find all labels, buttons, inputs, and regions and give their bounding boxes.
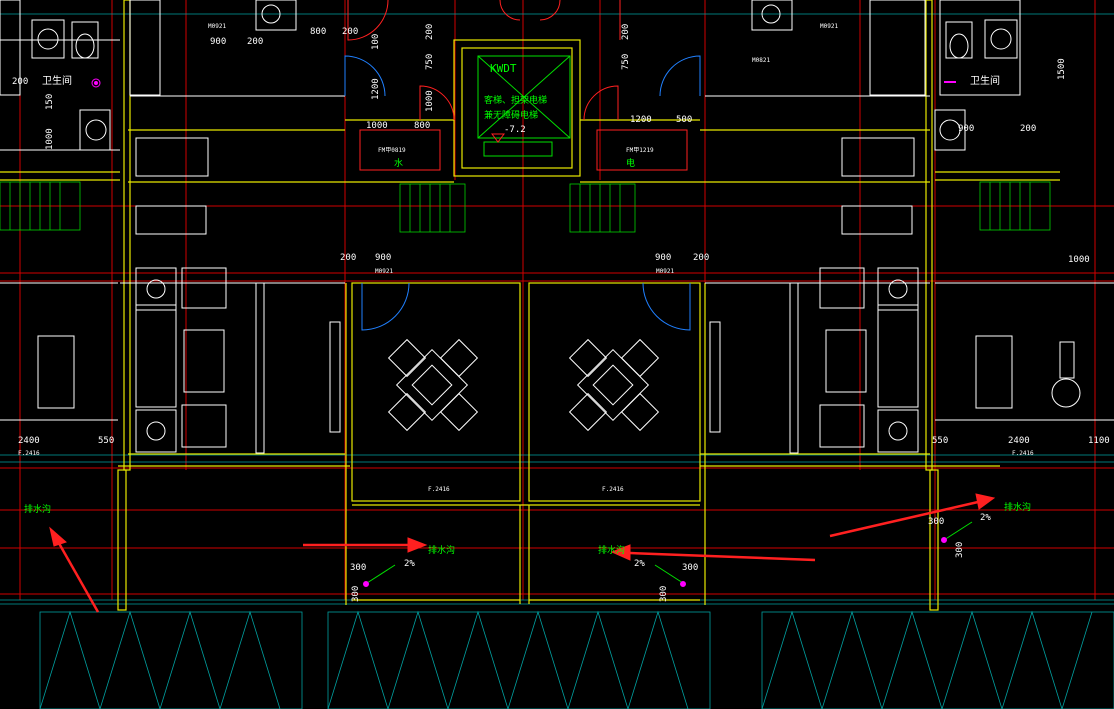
dim-200-h: 200: [425, 24, 435, 40]
room-bath-left: 卫生间: [42, 74, 72, 87]
elevator-code: KWDT: [490, 62, 517, 75]
stairs: [0, 181, 1051, 233]
dim-800-a: 800: [310, 27, 326, 37]
drain-label-left: 排水沟: [24, 503, 51, 515]
slope-markers: [366, 521, 973, 584]
dim-300-b: 300: [351, 586, 361, 602]
dim-1500: 1500: [1057, 58, 1067, 80]
dim-1000-c: 1000: [1068, 255, 1090, 265]
dim-300-f: 300: [955, 542, 965, 558]
elevation-left: F.2416: [18, 450, 40, 457]
dim-200-f: 200: [340, 253, 356, 263]
dim-200-b: 200: [247, 37, 263, 47]
dim-900-e: 900: [655, 253, 671, 263]
dim-150: 150: [45, 94, 55, 110]
elevator-level: -7.2: [504, 125, 526, 135]
slope-right: 2%: [634, 559, 645, 569]
door-tag-m0821: M0821: [752, 57, 770, 64]
door-tag-m0921-c: M0921: [656, 268, 674, 275]
drain-points: [91, 78, 956, 587]
elevation-right: F.2416: [1012, 450, 1034, 457]
shaft-water-label: 水: [394, 157, 403, 169]
drain-label-mid-left: 排水沟: [428, 544, 455, 556]
dim-1000-b: 1000: [366, 121, 388, 131]
dim-1200-a: 1200: [371, 78, 381, 100]
dim-200-e: 200: [1020, 124, 1036, 134]
interior-walls: [0, 0, 1114, 454]
elevator-shaft: [477, 55, 571, 157]
dim-2400-a: 2400: [18, 436, 40, 446]
facade-pattern: [39, 610, 1114, 709]
dim-550-a: 550: [98, 436, 114, 446]
dim-900-d: 900: [375, 253, 391, 263]
dim-300-d: 300: [659, 586, 669, 602]
axis-grid: [0, 0, 1114, 600]
dim-300-e: 300: [928, 517, 944, 527]
dining-set-left: [387, 338, 479, 432]
door-swings: [344, 55, 701, 331]
dimension-lines: [0, 13, 1114, 605]
dim-200-c: 200: [342, 27, 358, 37]
drain-label-mid-right: 排水沟: [598, 544, 625, 556]
dim-2400-b: 2400: [1008, 436, 1030, 446]
dim-1000-a: 1000: [45, 128, 55, 150]
dim-800-b: 800: [414, 121, 430, 131]
dim-200-g: 200: [693, 253, 709, 263]
dim-200-i: 200: [621, 24, 631, 40]
dim-1100: 1100: [1088, 436, 1110, 446]
door-swings-red: [347, 0, 621, 121]
shaft-elec-label: 电: [626, 157, 635, 169]
elevation-mid-left: F.2416: [428, 486, 450, 493]
shaft-boxes: [359, 129, 688, 171]
dim-500: 500: [676, 115, 692, 125]
elevation-mid-right: F.2416: [602, 486, 624, 493]
elevator-desc-1: 客梯、担架电梯: [484, 94, 547, 106]
dim-550-b: 550: [932, 436, 948, 446]
dim-100: 100: [371, 34, 381, 50]
door-tag-fm-left: FM甲0819: [378, 147, 406, 154]
door-tag-m0921-b: M0921: [375, 268, 393, 275]
dim-900-a: 900: [210, 37, 226, 47]
dim-1200-b: 1200: [630, 115, 652, 125]
elevator-desc-2: 兼无障碍电梯: [484, 109, 538, 121]
dim-300-c: 300: [682, 563, 698, 573]
annotation-arrows: [49, 493, 996, 613]
dim-200-a: 200: [12, 77, 28, 87]
dining-set-right: [568, 338, 660, 432]
slope-far-right: 2%: [980, 513, 991, 523]
drain-label-right: 排水沟: [1004, 501, 1031, 513]
door-tag-m0921-d: M0921: [820, 23, 838, 30]
dim-300-a: 300: [350, 563, 366, 573]
dim-750-a: 750: [425, 54, 435, 70]
walls: [0, 0, 1060, 611]
dim-900-c: 900: [958, 124, 974, 134]
door-tag-m0921-a: M0921: [208, 23, 226, 30]
dim-1000-d: 1000: [425, 90, 435, 112]
slope-left: 2%: [404, 559, 415, 569]
dim-750-b: 750: [621, 54, 631, 70]
room-bath-right: 卫生间: [970, 74, 1000, 87]
door-tag-fm-right: FM甲1219: [626, 147, 654, 154]
